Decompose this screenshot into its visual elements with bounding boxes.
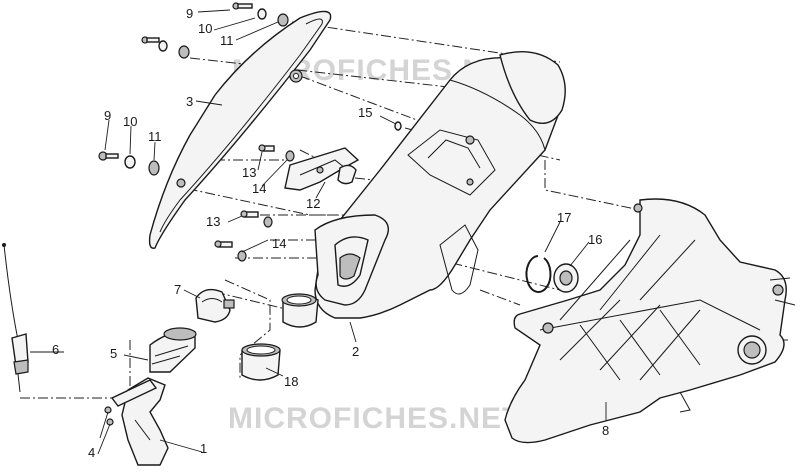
callout-8: 8 (602, 423, 609, 438)
callout-4: 4 (88, 445, 95, 460)
callout-17: 17 (557, 210, 571, 225)
callout-10-left: 10 (123, 114, 137, 129)
callout-leaders (30, 9, 607, 455)
sleeve (241, 343, 281, 381)
callout-13-upper: 13 (242, 165, 256, 180)
callout-14-lower: 14 (272, 236, 286, 251)
muffler (281, 50, 566, 328)
gasket-tube (149, 327, 197, 373)
heat-shield (148, 10, 332, 249)
callout-1: 1 (200, 441, 207, 456)
circlip (525, 255, 552, 293)
callout-9-top: 9 (186, 6, 193, 21)
callout-12: 12 (306, 196, 320, 211)
swingarm (504, 198, 796, 444)
hardware-set (98, 2, 402, 262)
callout-9-left: 9 (104, 108, 111, 123)
exhaust-pipe (104, 377, 169, 466)
bearing (553, 263, 579, 293)
callout-6: 6 (52, 342, 59, 357)
callout-5: 5 (110, 346, 117, 361)
callout-labels: 9 10 11 3 9 10 11 15 13 14 12 13 14 17 1… (52, 6, 609, 460)
callout-2: 2 (352, 344, 359, 359)
callout-13-lower: 13 (206, 214, 220, 229)
callout-10-top: 10 (198, 21, 212, 36)
watermark-bottom: MICROFICHES.NET (228, 402, 521, 435)
callout-7: 7 (174, 282, 181, 297)
clamp (195, 288, 235, 323)
callout-14-upper: 14 (252, 181, 266, 196)
callout-16: 16 (588, 232, 602, 247)
callout-15: 15 (358, 105, 372, 120)
lambda-sensor (2, 243, 29, 393)
bracket (284, 147, 360, 191)
callout-11-left: 11 (148, 129, 162, 144)
callout-3: 3 (186, 94, 193, 109)
callout-11-top: 11 (220, 33, 234, 48)
callout-18: 18 (284, 374, 298, 389)
